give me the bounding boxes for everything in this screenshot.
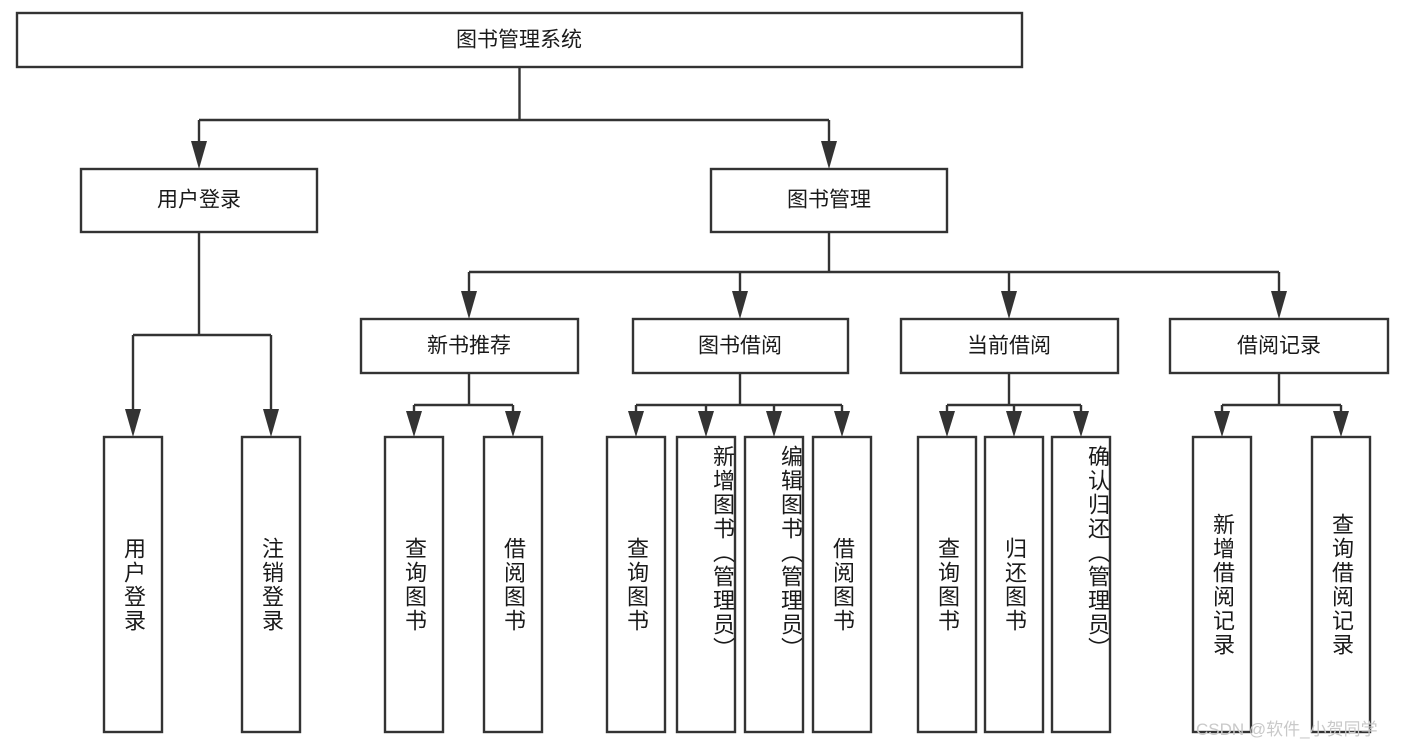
node-layer: 图书管理系统 用户登录 图书管理 新书推荐 图书借阅 当前借阅 借阅记录 [15, 11, 1390, 734]
arrow-head-leaf-return-book [1006, 411, 1022, 437]
arrow-head-leaf-user-login [125, 409, 141, 437]
node-leaf-borrow-book[interactable] [811, 435, 873, 734]
connector-layer [125, 67, 1349, 437]
arrow-head-leaf-confirm-return-admin [1073, 411, 1089, 437]
node-current-borrow[interactable] [899, 317, 1120, 375]
node-leaf-add-borrow-record[interactable] [1191, 435, 1253, 734]
arrow-head-user-login [191, 141, 207, 169]
arrow-head-leaf-logout [263, 409, 279, 437]
arrow-head-leaf-add-book-admin [698, 411, 714, 437]
node-user-login[interactable] [79, 167, 319, 234]
arrow-head-current-borrow [1001, 291, 1017, 319]
arrow-head-book-borrow [732, 291, 748, 319]
node-leaf-query-book-recommend[interactable] [383, 435, 445, 734]
arrow-head-new-book-recommend [461, 291, 477, 319]
node-user-login-label: 用户登录 [157, 189, 241, 212]
node-root[interactable] [15, 11, 1024, 69]
arrow-head-borrow-record [1271, 291, 1287, 319]
node-book-management-label: 图书管理 [787, 189, 871, 212]
node-borrow-record[interactable] [1168, 317, 1390, 375]
node-book-borrow-label: 图书借阅 [698, 335, 782, 358]
node-leaf-user-login[interactable] [102, 435, 164, 734]
node-leaf-borrow-book-recommend[interactable] [482, 435, 544, 734]
node-root-label: 图书管理系统 [456, 29, 582, 52]
node-leaf-logout[interactable] [240, 435, 302, 734]
node-leaf-return-book[interactable] [983, 435, 1045, 734]
node-leaf-edit-book-admin[interactable] [743, 435, 805, 734]
arrow-head-leaf-borrow-book-recommend [505, 411, 521, 437]
node-new-book-recommend-label: 新书推荐 [427, 335, 511, 358]
arrow-head-leaf-edit-book-admin [766, 411, 782, 437]
node-leaf-add-book-admin[interactable] [675, 435, 737, 734]
node-leaf-query-book-borrow[interactable] [605, 435, 667, 734]
arrow-head-leaf-query-borrow-record [1333, 411, 1349, 437]
arrow-head-leaf-query-book-recommend [406, 411, 422, 437]
node-new-book-recommend[interactable] [359, 317, 580, 375]
arrow-head-leaf-add-borrow-record [1214, 411, 1230, 437]
node-leaf-confirm-return-admin[interactable] [1050, 435, 1112, 734]
node-leaf-query-borrow-record[interactable] [1310, 435, 1372, 734]
arrow-head-leaf-query-book-current [939, 411, 955, 437]
node-borrow-record-label: 借阅记录 [1237, 335, 1321, 358]
arrow-head-leaf-query-book-borrow [628, 411, 644, 437]
node-leaf-query-book-current[interactable] [916, 435, 978, 734]
csdn-watermark: CSDN @软件_小贺同学 [1196, 720, 1378, 739]
node-current-borrow-label: 当前借阅 [967, 335, 1051, 358]
arrow-head-book-management [821, 141, 837, 169]
node-book-borrow[interactable] [631, 317, 850, 375]
node-book-management[interactable] [709, 167, 949, 234]
arrow-head-leaf-borrow-book [834, 411, 850, 437]
